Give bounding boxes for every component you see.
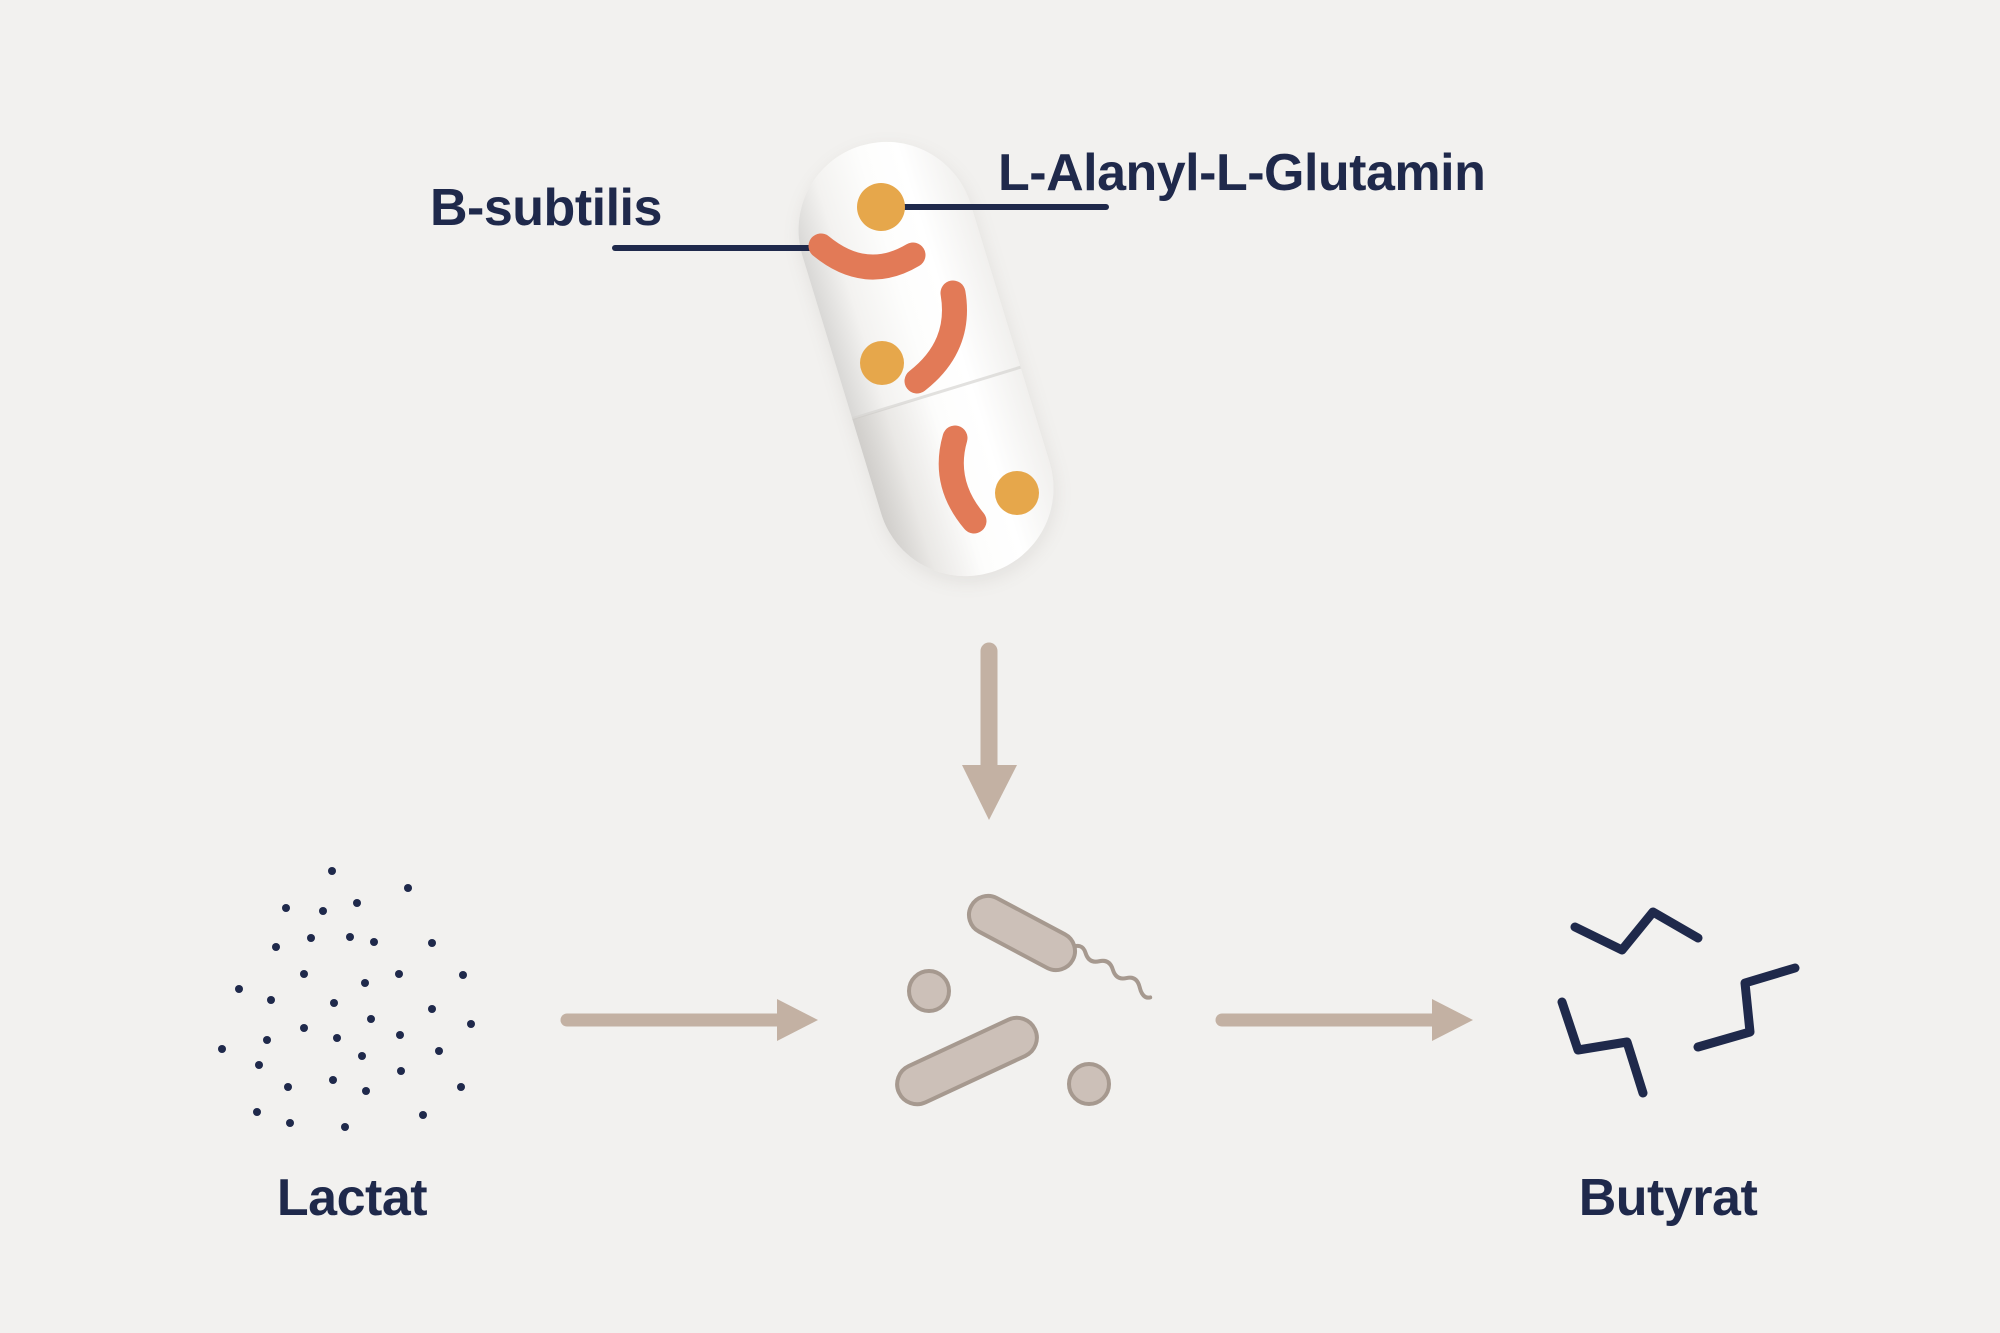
- lactat-dot: [333, 1034, 341, 1042]
- lactat-dot: [435, 1047, 443, 1055]
- lactat-dot: [284, 1083, 292, 1091]
- glutamine-granule-icon: [995, 471, 1039, 515]
- capsule-contents: [808, 183, 1039, 534]
- butyrat-molecule-icon: [1693, 963, 1800, 1052]
- lactat-dot: [330, 999, 338, 1007]
- lactat-dot: [404, 884, 412, 892]
- glutamine-granule-icon: [860, 341, 904, 385]
- lactat-dot: [395, 970, 403, 978]
- lactat-dot: [286, 1119, 294, 1127]
- bacteria-cluster: [895, 893, 1153, 1107]
- lactat-dot: [346, 933, 354, 941]
- lactat-dot: [459, 971, 467, 979]
- down-arrow-icon: [962, 642, 1017, 820]
- lactat-dot: [428, 1005, 436, 1013]
- label-butyrat: Butyrat: [1578, 1169, 1758, 1227]
- lactat-dot: [307, 934, 315, 942]
- lactat-dot: [367, 1015, 375, 1023]
- bacterium-rod-icon: [895, 1015, 1039, 1107]
- lactat-dot-cluster: [218, 867, 475, 1131]
- lactat-dot: [419, 1111, 427, 1119]
- lactat-dot: [300, 1024, 308, 1032]
- lactat-dot: [267, 996, 275, 1004]
- annotation-lines: [612, 204, 1109, 251]
- lactat-dot: [361, 979, 369, 987]
- butyrat-molecule-icon: [1570, 907, 1703, 955]
- glutamine-granule-icon: [857, 183, 905, 231]
- lactat-dot: [358, 1052, 366, 1060]
- butyrat-molecule-icon: [1557, 997, 1648, 1098]
- label-b-subtilis: B-subtilis: [430, 179, 662, 237]
- lactat-dot: [341, 1123, 349, 1131]
- lactat-dot: [370, 938, 378, 946]
- lactat-dot: [300, 970, 308, 978]
- lactat-dot: [255, 1061, 263, 1069]
- lactat-dot: [263, 1036, 271, 1044]
- label-lactat: Lactat: [276, 1169, 428, 1227]
- lactat-dot: [319, 907, 327, 915]
- lactat-dot: [272, 943, 280, 951]
- lactat-dot: [457, 1083, 465, 1091]
- lactat-dot: [328, 867, 336, 875]
- bacterium-coccus-icon: [907, 969, 951, 1013]
- b-subtilis-rod-icon: [808, 233, 926, 280]
- lactat-dot: [428, 939, 436, 947]
- bacterium-rod-icon: [967, 893, 1077, 973]
- flow-arrows: [560, 642, 1473, 1041]
- b-subtilis-rod-icon: [904, 280, 967, 394]
- lactat-dot: [282, 904, 290, 912]
- lactat-dot: [362, 1087, 370, 1095]
- lactat-dot: [329, 1076, 337, 1084]
- lactat-dot: [353, 899, 361, 907]
- label-l-alanyl-l-glutamin: L-Alanyl-L-Glutamin: [998, 144, 1486, 202]
- lactat-dot: [396, 1031, 404, 1039]
- lactat-dot: [235, 985, 243, 993]
- lactat-dot: [467, 1020, 475, 1028]
- b-subtilis-rod-icon: [938, 425, 987, 534]
- lactat-dot: [218, 1045, 226, 1053]
- butyrat-molecules: [1557, 907, 1800, 1098]
- bacterium-coccus-icon: [1067, 1062, 1111, 1106]
- lactat-dot: [253, 1108, 261, 1116]
- lactat-dot: [397, 1067, 405, 1075]
- left-arrow-icon: [560, 999, 818, 1041]
- flagellum-icon: [1068, 943, 1153, 1000]
- right-arrow-icon: [1215, 999, 1473, 1041]
